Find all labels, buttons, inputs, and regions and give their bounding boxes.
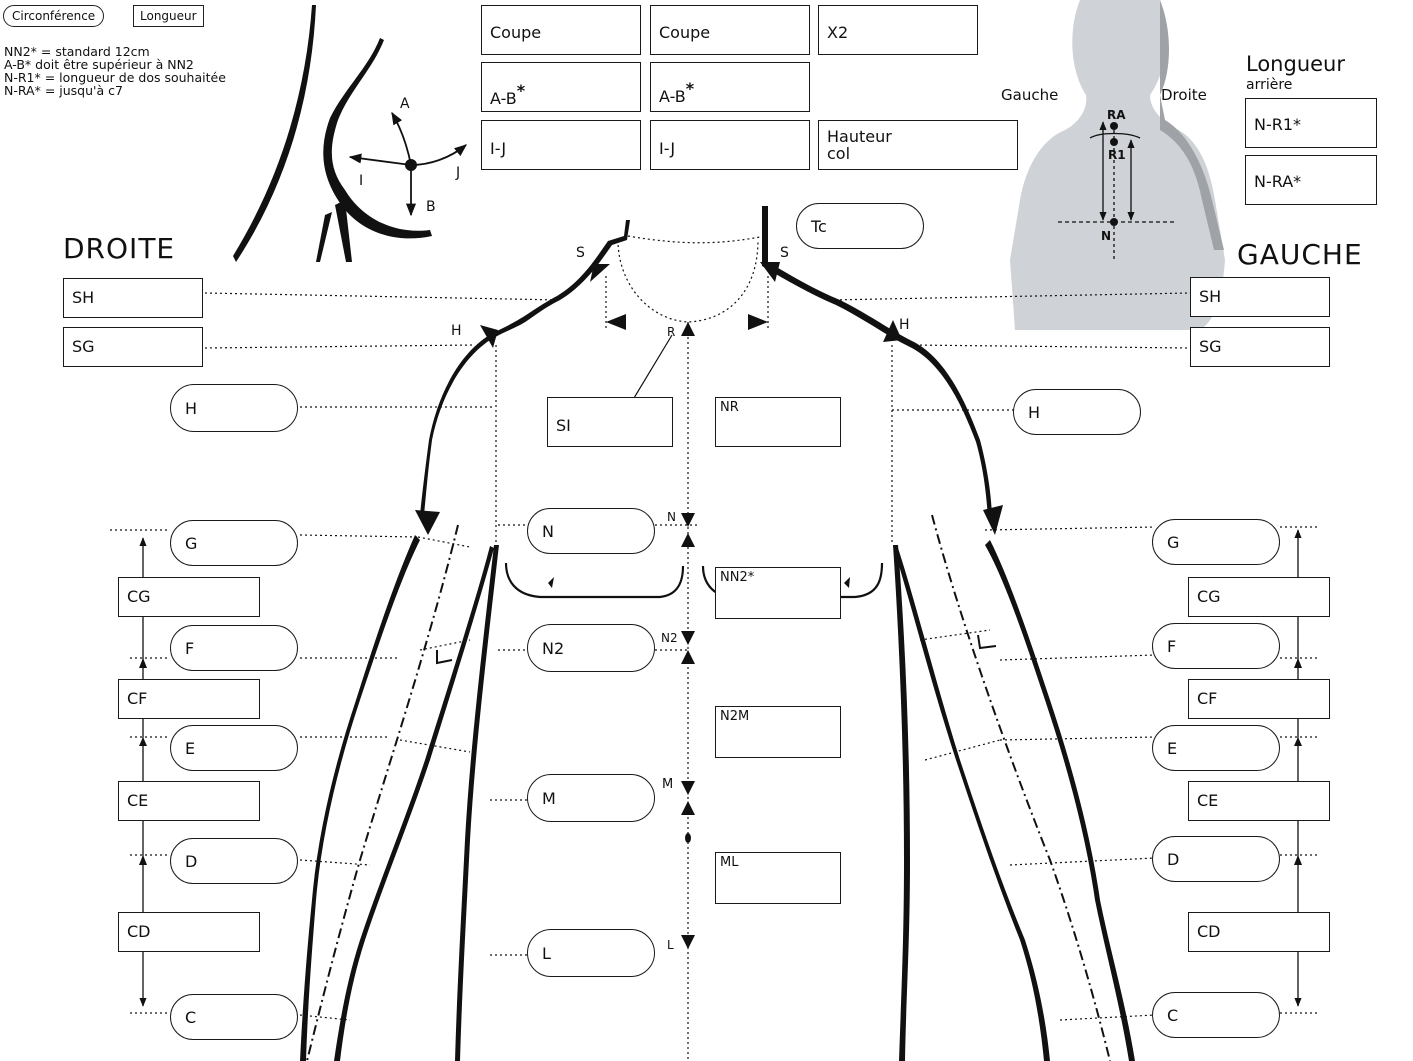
left-sg-field[interactable]: SG [63,327,203,367]
right-cg-field[interactable]: CG [1188,577,1330,617]
right-f-field[interactable]: F [1152,623,1280,669]
length-back-title: Longueur [1246,52,1345,76]
x2-field[interactable]: X2 [818,5,978,55]
left-e-field[interactable]: E [170,725,298,771]
back-n-label: N [1101,229,1111,243]
n2-field[interactable]: N2 [527,624,655,672]
ab-asterisk-2: * [686,79,694,98]
ab-asterisk-1: * [517,81,525,100]
length-back-subtitle: arrière [1246,77,1292,93]
back-r1-label: R1 [1108,148,1126,162]
title-gauche: GAUCHE [1237,238,1363,271]
coupe-field-2[interactable]: Coupe [650,5,810,55]
left-cg-field[interactable]: CG [118,577,260,617]
right-sh-field[interactable]: SH [1190,277,1330,317]
n2m-field[interactable]: N2M [715,706,841,758]
left-f-field[interactable]: F [170,625,298,671]
right-ce-field[interactable]: CE [1188,781,1330,821]
right-cd-field[interactable]: CD [1188,912,1330,952]
ij-field-1[interactable]: I-J [481,120,641,170]
neck-label-i: I [359,173,363,189]
right-d-field[interactable]: D [1152,836,1280,882]
n-r1-field[interactable]: N-R1* [1245,98,1377,148]
left-sh-field[interactable]: SH [63,278,203,318]
ab-label-1: A-B [490,89,517,108]
right-h-field[interactable]: H [1013,389,1141,435]
left-g-field[interactable]: G [170,520,298,566]
back-gauche-label: Gauche [1001,86,1058,104]
notes: NN2* = standard 12cm A-B* doit être supé… [4,45,226,97]
ab-field-1[interactable]: A-B* [481,62,641,112]
left-cf-field[interactable]: CF [118,679,260,719]
left-h-field[interactable]: H [170,384,298,432]
ij-field-2[interactable]: I-J [650,120,810,170]
h-right-label: H [899,317,910,333]
ab-field-2[interactable]: A-B* [650,62,810,112]
n-field[interactable]: N [527,508,655,554]
neck-label-b: B [426,199,436,215]
left-d-field[interactable]: D [170,838,298,884]
ab-label-2: A-B [659,87,686,106]
title-droite: DROITE [63,232,175,265]
mark-n2: N2 [661,631,678,645]
mark-n: N [667,510,676,524]
back-ra-label: RA [1107,108,1126,122]
hauteur-col-line2: col [827,145,1009,162]
hauteur-col-line1: Hauteur [827,128,1009,145]
ml-field[interactable]: ML [715,852,841,904]
n-ra-field[interactable]: N-RA* [1245,155,1377,205]
left-ce-field[interactable]: CE [118,781,260,821]
h-left-label: H [451,323,462,339]
neck-label-j: J [456,165,460,181]
note-4: N-RA* = jusqu'à c7 [4,84,226,97]
right-g-field[interactable]: G [1152,519,1280,565]
mark-l: L [667,938,674,952]
r-label: R [667,325,675,339]
right-e-field[interactable]: E [1152,725,1280,771]
m-field[interactable]: M [527,774,655,822]
back-droite-label: Droite [1161,86,1207,104]
tc-field[interactable]: Tc [796,203,924,249]
coupe-field-1[interactable]: Coupe [481,5,641,55]
nr-field[interactable]: NR [715,397,841,447]
s-left-label: S [576,245,585,261]
neck-label-a: A [400,96,410,112]
right-cf-field[interactable]: CF [1188,679,1330,719]
mark-m: M [662,777,673,792]
left-cd-field[interactable]: CD [118,912,260,952]
s-right-label: S [780,245,789,261]
si-field[interactable]: SI [547,397,673,447]
legend-circumference: Circonférence [3,5,104,27]
nn2-field[interactable]: NN2* [715,567,841,619]
right-c-field[interactable]: C [1152,992,1280,1038]
right-sg-field[interactable]: SG [1190,327,1330,367]
l-field[interactable]: L [527,929,655,977]
left-c-field[interactable]: C [170,994,298,1040]
legend-length: Longueur [133,5,204,27]
